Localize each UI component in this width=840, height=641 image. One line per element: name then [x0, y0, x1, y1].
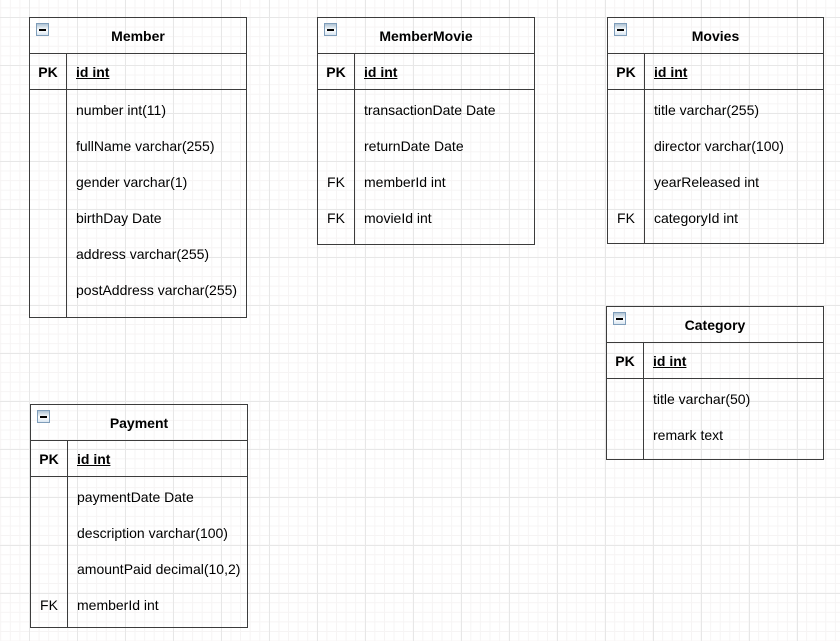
pk-field-label: id int [364, 63, 398, 80]
table-row[interactable]: remark text [607, 417, 823, 453]
column-divider [67, 441, 69, 627]
collapse-minus-icon[interactable] [614, 23, 627, 36]
entity-table-membermovie[interactable]: MemberMovie PK id int transactionDate Da… [317, 17, 535, 245]
entity-header[interactable]: Payment [31, 405, 247, 441]
table-row[interactable]: description varchar(100) [31, 515, 247, 551]
row-field: title varchar(255) [654, 102, 760, 118]
collapse-minus-icon[interactable] [36, 23, 49, 36]
row-key: FK [617, 210, 635, 226]
table-row[interactable]: FK memberId int [318, 164, 534, 200]
table-row[interactable]: FK memberId int [31, 587, 247, 623]
row-field: yearReleased int [654, 174, 760, 190]
pk-key-label: PK [38, 63, 58, 80]
table-row[interactable]: FK movieId int [318, 200, 534, 236]
entity-table-member[interactable]: Member PK id int number int(11) fullName… [29, 17, 247, 318]
collapse-minus-icon[interactable] [37, 410, 50, 423]
table-row[interactable]: title varchar(50) [607, 381, 823, 417]
minus-glyph [40, 415, 47, 418]
minus-glyph [327, 28, 334, 31]
pk-row[interactable]: PK id int [31, 441, 247, 477]
table-row[interactable]: birthDay Date [30, 200, 246, 236]
pk-key-label: PK [39, 450, 59, 467]
entity-table-category[interactable]: Category PK id int title varchar(50) rem… [606, 306, 824, 460]
pk-row[interactable]: PK id int [318, 54, 534, 90]
entity-body: title varchar(50) remark text [607, 379, 823, 453]
collapse-minus-icon[interactable] [324, 23, 337, 36]
row-field: description varchar(100) [77, 525, 228, 541]
entity-title: MemberMovie [379, 27, 473, 44]
table-row[interactable]: fullName varchar(255) [30, 128, 246, 164]
entity-title: Category [684, 316, 746, 333]
row-field: fullName varchar(255) [76, 138, 215, 154]
pk-row[interactable]: PK id int [607, 343, 823, 379]
entity-header[interactable]: Member [30, 18, 246, 54]
pk-field-label: id int [654, 63, 688, 80]
entity-body: transactionDate Date returnDate Date FK … [318, 90, 534, 236]
row-field: gender varchar(1) [76, 174, 188, 190]
row-field: address varchar(255) [76, 246, 210, 262]
row-field: categoryId int [654, 210, 739, 226]
row-key: FK [327, 210, 345, 226]
row-field: number int(11) [76, 102, 167, 118]
entity-header[interactable]: Movies [608, 18, 823, 54]
column-divider [643, 343, 645, 459]
table-row[interactable]: gender varchar(1) [30, 164, 246, 200]
row-field: director varchar(100) [654, 138, 784, 154]
entity-body: number int(11) fullName varchar(255) gen… [30, 90, 246, 308]
pk-field-label: id int [653, 352, 687, 369]
pk-key-label: PK [326, 63, 346, 80]
column-divider [644, 54, 646, 243]
row-field: title varchar(50) [653, 391, 751, 407]
entity-body: paymentDate Date description varchar(100… [31, 477, 247, 623]
table-row[interactable]: returnDate Date [318, 128, 534, 164]
table-row[interactable]: transactionDate Date [318, 92, 534, 128]
row-field: postAddress varchar(255) [76, 282, 238, 298]
row-field: amountPaid decimal(10,2) [77, 561, 241, 577]
row-key: FK [40, 597, 58, 613]
pk-field-label: id int [76, 63, 110, 80]
entity-header[interactable]: MemberMovie [318, 18, 534, 54]
pk-row[interactable]: PK id int [608, 54, 823, 90]
table-row[interactable]: title varchar(255) [608, 92, 823, 128]
pk-field-label: id int [77, 450, 111, 467]
row-field: birthDay Date [76, 210, 162, 226]
entity-body: title varchar(255) director varchar(100)… [608, 90, 823, 236]
row-field: transactionDate Date [364, 102, 496, 118]
entity-table-movies[interactable]: Movies PK id int title varchar(255) dire… [607, 17, 824, 244]
column-divider [66, 54, 68, 317]
table-row[interactable]: paymentDate Date [31, 479, 247, 515]
row-field: paymentDate Date [77, 489, 194, 505]
entity-title: Payment [109, 414, 169, 431]
table-row[interactable]: number int(11) [30, 92, 246, 128]
minus-glyph [39, 28, 46, 31]
table-row[interactable]: FK categoryId int [608, 200, 823, 236]
collapse-minus-icon[interactable] [613, 312, 626, 325]
pk-key-label: PK [616, 63, 636, 80]
column-divider [354, 54, 356, 244]
row-field: memberId int [364, 174, 446, 190]
entity-header[interactable]: Category [607, 307, 823, 343]
pk-row[interactable]: PK id int [30, 54, 246, 90]
minus-glyph [617, 28, 624, 31]
row-field: movieId int [364, 210, 432, 226]
entity-table-payment[interactable]: Payment PK id int paymentDate Date descr… [30, 404, 248, 628]
row-key: FK [327, 174, 345, 190]
row-field: memberId int [77, 597, 159, 613]
entity-title: Member [111, 27, 165, 44]
table-row[interactable]: director varchar(100) [608, 128, 823, 164]
row-field: returnDate Date [364, 138, 464, 154]
table-row[interactable]: postAddress varchar(255) [30, 272, 246, 308]
table-row[interactable]: amountPaid decimal(10,2) [31, 551, 247, 587]
row-field: remark text [653, 427, 724, 443]
table-row[interactable]: yearReleased int [608, 164, 823, 200]
table-row[interactable]: address varchar(255) [30, 236, 246, 272]
pk-key-label: PK [615, 352, 635, 369]
entity-title: Movies [691, 27, 740, 44]
minus-glyph [616, 317, 623, 320]
